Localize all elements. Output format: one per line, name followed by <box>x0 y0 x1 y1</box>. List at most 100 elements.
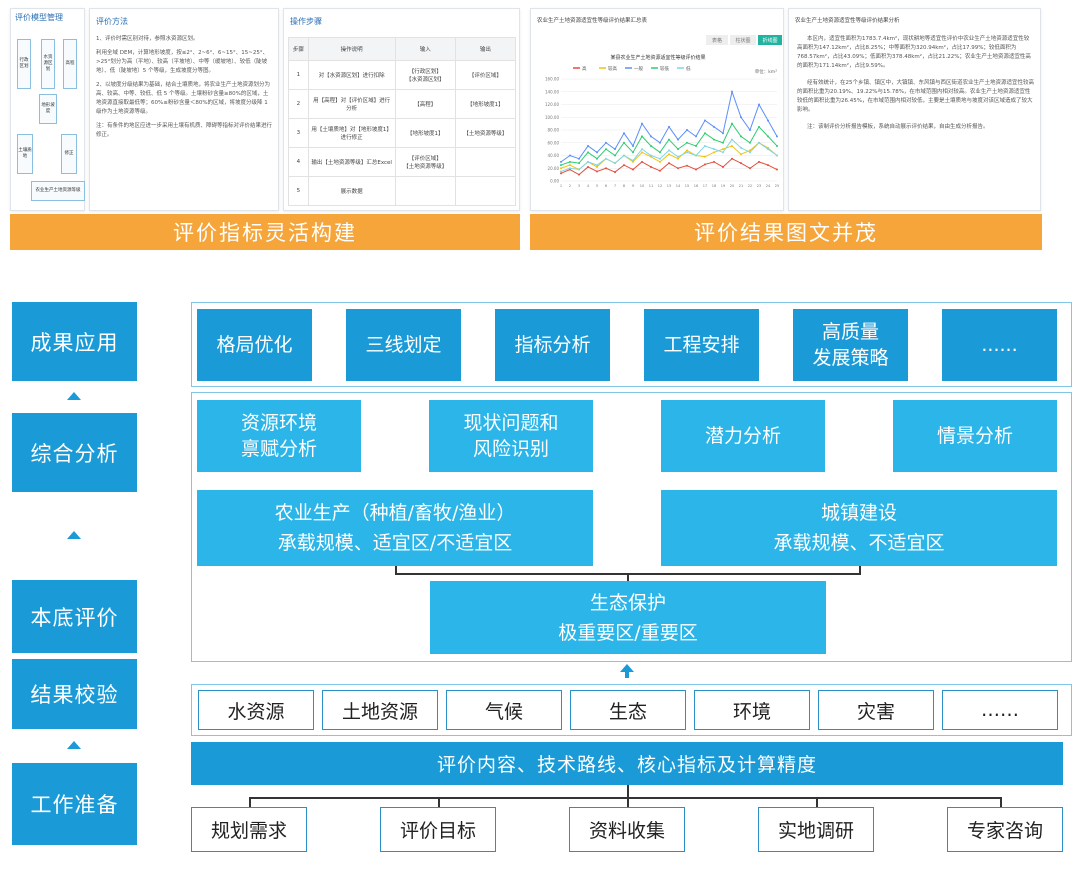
data-point <box>740 153 742 156</box>
data-point <box>695 135 697 138</box>
legend-label: 低 <box>686 65 691 72</box>
table-cell: 【评价区域】 <box>454 60 517 90</box>
arrow-stem <box>625 672 629 678</box>
data-point <box>578 157 580 160</box>
legend-label: 较高 <box>608 65 617 72</box>
data-point <box>632 168 634 171</box>
data-point <box>713 148 715 151</box>
analysis-p1: 本区内，适宜性面积为1783.7.4km²，现状耕地等适宜性评价中农业生产土地资… <box>797 36 1031 69</box>
data-point <box>704 163 706 166</box>
table-cell: 3 <box>288 118 309 148</box>
data-point <box>695 144 697 147</box>
agriculture-line2: 承载规模、适宜区/不适宜区 <box>277 532 513 554</box>
data-point <box>596 165 598 168</box>
data-point <box>722 148 724 151</box>
data-point <box>722 165 724 168</box>
x-tick-label: 2 <box>569 184 571 188</box>
element-item: 土地资源 <box>322 690 438 730</box>
legend-label: 一般 <box>634 65 643 72</box>
app-item: 工程安排 <box>644 309 759 381</box>
table-cell: 【评价区域】 【土地资源等级】 <box>394 147 456 177</box>
steps-title: 操作步骤 <box>290 17 322 26</box>
x-tick-label: 7 <box>614 184 616 188</box>
table-cell <box>394 176 456 206</box>
data-point <box>740 162 742 165</box>
x-tick-label: 6 <box>605 184 607 188</box>
model-management-panel: 评价模型管理 行政区划水资源区划高程地形坡度土壤质地修正农业生产土地资源等级 <box>10 8 85 211</box>
data-point <box>677 167 679 170</box>
data-point <box>623 154 625 157</box>
data-point <box>587 165 589 168</box>
input-item: 资料收集 <box>569 807 685 852</box>
tab-line-chart[interactable]: 折线图 <box>758 35 782 45</box>
data-point <box>740 146 742 149</box>
data-point <box>686 151 688 154</box>
data-point <box>722 151 724 154</box>
data-point <box>614 162 616 165</box>
analysis-text-panel: 农业生产土地资源适宜性等级评价结果分析 本区内，适宜性面积为1783.7.4km… <box>788 8 1041 211</box>
data-point <box>740 116 742 119</box>
table-cell <box>454 147 517 177</box>
data-point <box>677 155 679 158</box>
x-tick-label: 5 <box>596 184 598 188</box>
analysis-item: 潜力分析 <box>661 400 825 472</box>
data-point <box>605 157 607 160</box>
data-point <box>614 171 616 174</box>
chart-title: 某县农业生产土地资源适宜性等级评价结果 <box>610 54 705 61</box>
method-p4: 注：有条件的地区应进一步采用土壤有机质、障碍等指标对评价结果进行修正。 <box>96 123 273 138</box>
stage-result-verification: 结果校验 <box>12 659 137 729</box>
data-point <box>776 154 778 157</box>
data-point <box>605 167 607 170</box>
data-point <box>623 164 625 167</box>
data-point <box>632 159 634 162</box>
steps-header: 步骤 <box>288 37 309 61</box>
banner-indicator-build: 评价指标灵活构建 <box>10 214 520 250</box>
data-point <box>722 132 724 135</box>
data-point <box>569 160 571 163</box>
connector-line <box>249 797 251 807</box>
data-point <box>659 151 661 154</box>
table-cell: 用【高程】对【评价区域】进行分析 <box>307 89 396 119</box>
app-item: 指标分析 <box>495 309 610 381</box>
table-cell: 用【土壤质地】对【地形坡度1】进行修正 <box>307 118 396 148</box>
x-tick-label: 14 <box>676 184 681 188</box>
data-point <box>776 135 778 138</box>
data-point <box>668 153 670 156</box>
data-point <box>758 160 760 163</box>
chart-panel: 农业生产土地资源适宜性等级评价结果汇总表 表格 柱状图 折线图 某县农业生产土地… <box>530 8 784 211</box>
tab-table[interactable]: 表格 <box>706 35 728 45</box>
data-point <box>686 164 688 167</box>
agriculture-box: 农业生产（种植/畜牧/渔业） 承载规模、适宜区/不适宜区 <box>197 490 593 566</box>
data-point <box>695 168 697 171</box>
data-point <box>767 148 769 151</box>
data-point <box>758 103 760 106</box>
element-item: 水资源 <box>198 690 314 730</box>
data-point <box>650 154 652 157</box>
data-point <box>560 167 562 170</box>
x-tick-label: 9 <box>632 184 634 188</box>
data-point <box>686 141 688 144</box>
table-cell: 【高程】 <box>394 89 456 119</box>
tab-bar-chart[interactable]: 柱状图 <box>730 35 756 45</box>
x-tick-label: 3 <box>578 184 580 188</box>
table-cell: 对【水资源区划】进行扣除 <box>307 60 396 90</box>
input-item: 评价目标 <box>380 807 496 852</box>
y-tick-label: 100.00 <box>545 115 559 120</box>
connector-line <box>438 797 440 807</box>
y-tick-label: 20.00 <box>548 166 560 171</box>
data-point <box>731 144 733 147</box>
element-item: 环境 <box>694 690 810 730</box>
x-tick-label: 11 <box>649 184 653 188</box>
connector-line <box>249 797 1000 799</box>
data-point <box>767 135 769 138</box>
data-point <box>614 148 616 151</box>
method-p2: 利用全域 DEM，计算地形坡度，按≤2°、2~6°、6~15°、15~25°、>… <box>96 50 269 74</box>
urban-box: 城镇建设 承载规模、不适宜区 <box>661 490 1057 566</box>
connector-line <box>395 566 397 574</box>
line-chart-svg: 某县农业生产土地资源适宜性等级评价结果单位：km²高较高一般较低低0.0020.… <box>545 54 779 188</box>
x-tick-label: 23 <box>757 184 761 188</box>
data-point <box>560 170 562 173</box>
analysis-p3: 注：该制评价分析报告模板，系统自动展示评价结果，自由生成分析报告。 <box>807 124 989 130</box>
y-tick-label: 0.00 <box>550 179 559 184</box>
